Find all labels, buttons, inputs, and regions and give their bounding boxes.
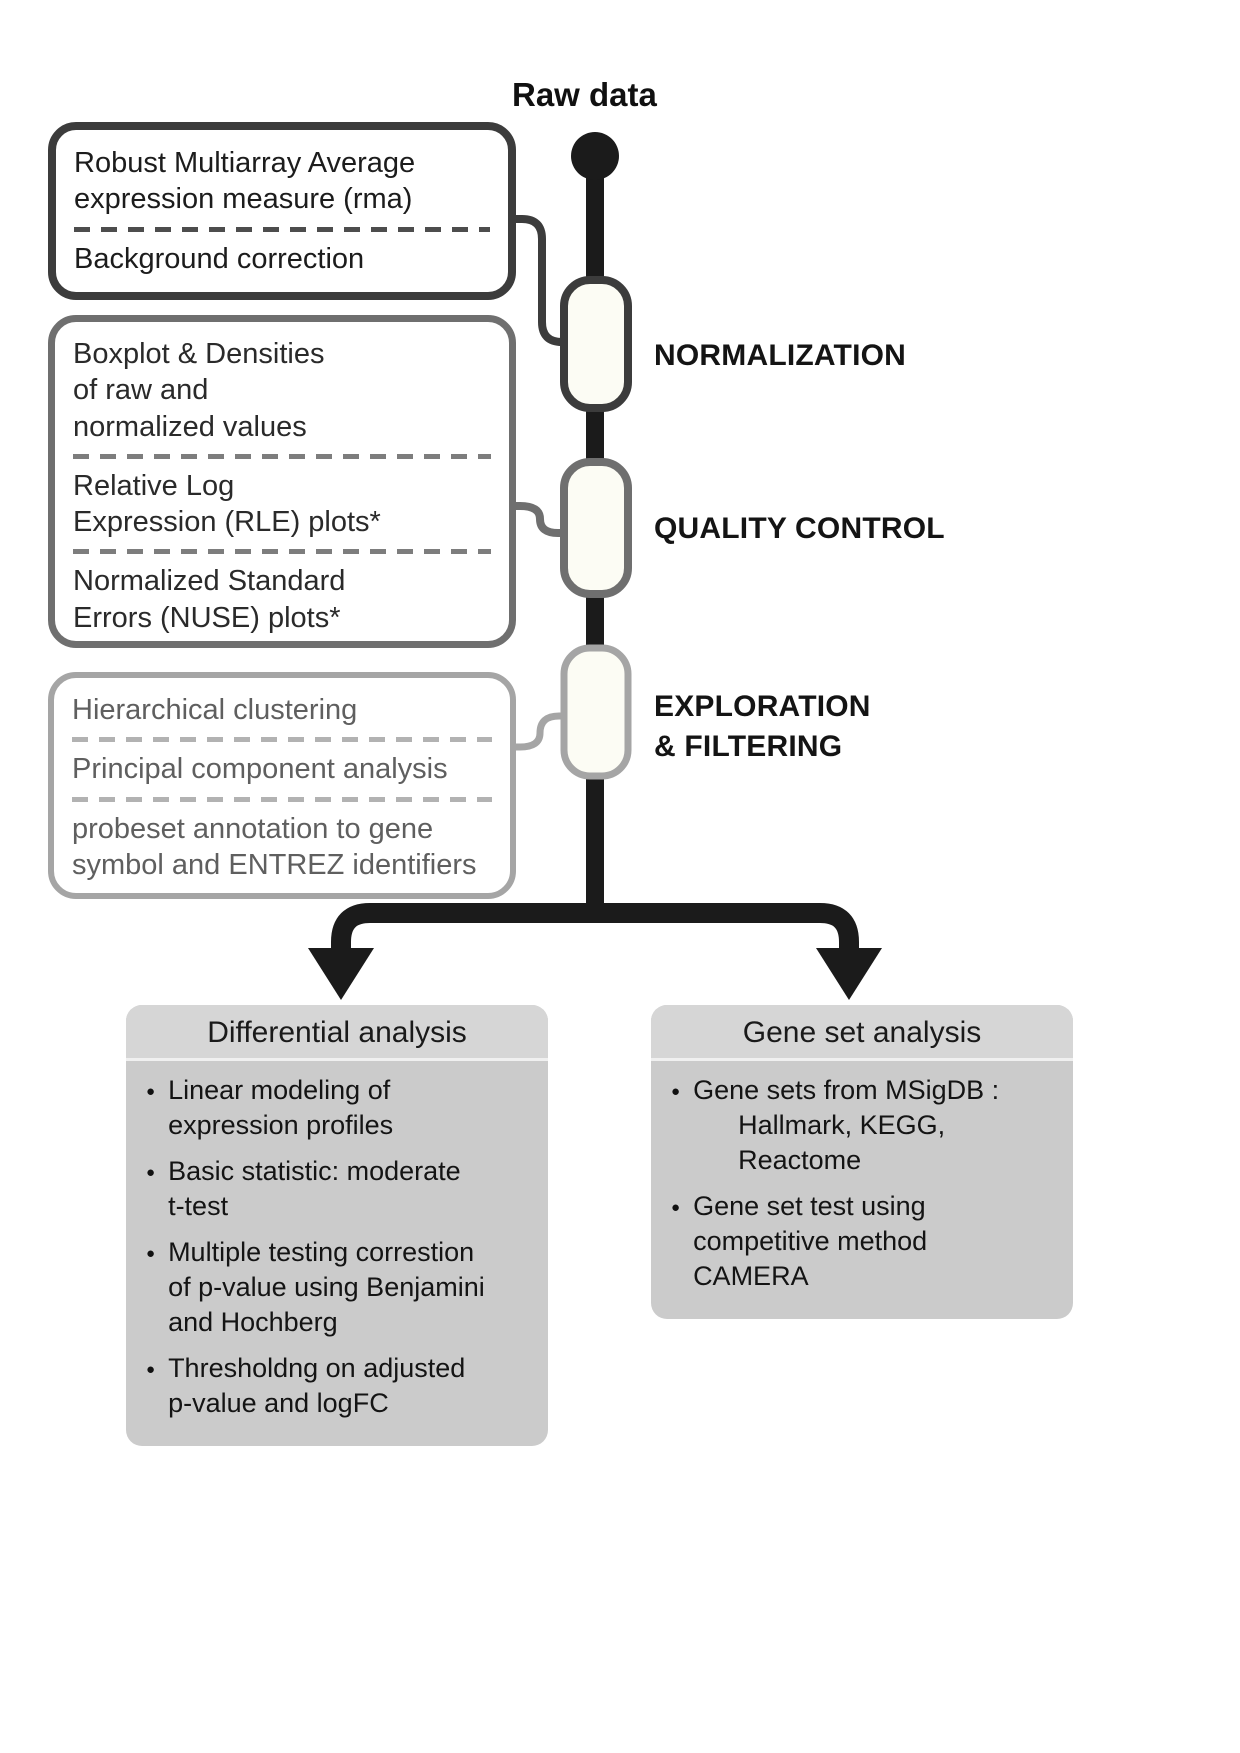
branch-bar: [331, 903, 859, 952]
dashed-separator: [73, 453, 491, 459]
normalization-steps-box: Robust Multiarray Average expression mea…: [48, 122, 516, 300]
step-item-pca: Principal component analysis: [72, 753, 448, 786]
raw-data-node: [571, 132, 619, 180]
connector-quality-control: [510, 502, 572, 537]
step-item-nuse-plots: Normalized Standard Errors (NUSE) plots*: [73, 565, 346, 634]
bullet-text: Multiple testing correstion of p-value u…: [168, 1237, 485, 1337]
dashed-separator: [72, 737, 492, 743]
left-arrowhead-icon: [308, 948, 374, 1000]
step-item-boxplot-densities: Boxplot & Densities of raw and normalize…: [73, 338, 325, 443]
bullet-item: Gene set test using competitive method C…: [671, 1189, 1059, 1294]
step-item-rle-plots: Relative Log Expression (RLE) plots*: [73, 469, 381, 538]
differential-analysis-box: Differential analysis Linear modeling of…: [126, 1005, 548, 1446]
quality-control-steps-box: Boxplot & Densities of raw and normalize…: [48, 315, 516, 648]
dashed-separator: [72, 796, 492, 802]
step-item-background-correction: Background correction: [74, 243, 365, 276]
bullet-text: Thresholdng on adjusted p-value and logF…: [168, 1353, 466, 1418]
stage-label-quality-control: QUALITY CONTROL: [654, 512, 945, 545]
bullet-item: Linear modeling of expression profiles: [146, 1073, 534, 1143]
bullet-item: Multiple testing correstion of p-value u…: [146, 1235, 534, 1340]
step-item-rma: Robust Multiarray Average expression mea…: [74, 146, 416, 215]
bullet-item: Basic statistic: moderate t-test: [146, 1154, 534, 1224]
bullet-item: Thresholdng on adjusted p-value and logF…: [146, 1351, 534, 1421]
gene-set-analysis-title: Gene set analysis: [651, 1005, 1073, 1061]
right-arrowhead-icon: [816, 948, 882, 1000]
bullet-text: Gene set test using competitive method C…: [693, 1191, 928, 1291]
gene-set-analysis-bullets: Gene sets from MSigDB : Hallmark, KEGG, …: [651, 1061, 1073, 1294]
stage-label-normalization: NORMALIZATION: [654, 339, 907, 372]
bullet-text: Linear modeling of expression profiles: [168, 1075, 394, 1140]
exploration-steps-box: Hierarchical clustering Principal compon…: [48, 672, 516, 899]
connector-exploration: [510, 712, 572, 751]
raw-data-label: Raw data: [512, 76, 657, 113]
gene-set-analysis-box: Gene set analysis Gene sets from MSigDB …: [651, 1005, 1073, 1319]
bullet-text: Basic statistic: moderate t-test: [168, 1156, 461, 1221]
stage-label-exploration-filtering: EXPLORATION & FILTERING: [654, 690, 871, 763]
node-quality-control: [560, 458, 632, 598]
step-item-hierarchical-clustering: Hierarchical clustering: [72, 694, 358, 726]
differential-analysis-title: Differential analysis: [126, 1005, 548, 1061]
step-item-probeset-annotation: probeset annotation to gene symbol and E…: [72, 812, 477, 881]
bullet-text: Gene sets from MSigDB : Hallmark, KEGG, …: [693, 1075, 1000, 1175]
differential-analysis-bullets: Linear modeling of expression profiles B…: [126, 1061, 548, 1421]
dashed-separator: [73, 549, 491, 555]
node-normalization: [560, 276, 632, 412]
bullet-item: Gene sets from MSigDB : Hallmark, KEGG, …: [671, 1073, 1059, 1178]
connector-normalization: [510, 215, 572, 346]
node-exploration: [560, 644, 632, 780]
dashed-separator: [74, 226, 490, 232]
